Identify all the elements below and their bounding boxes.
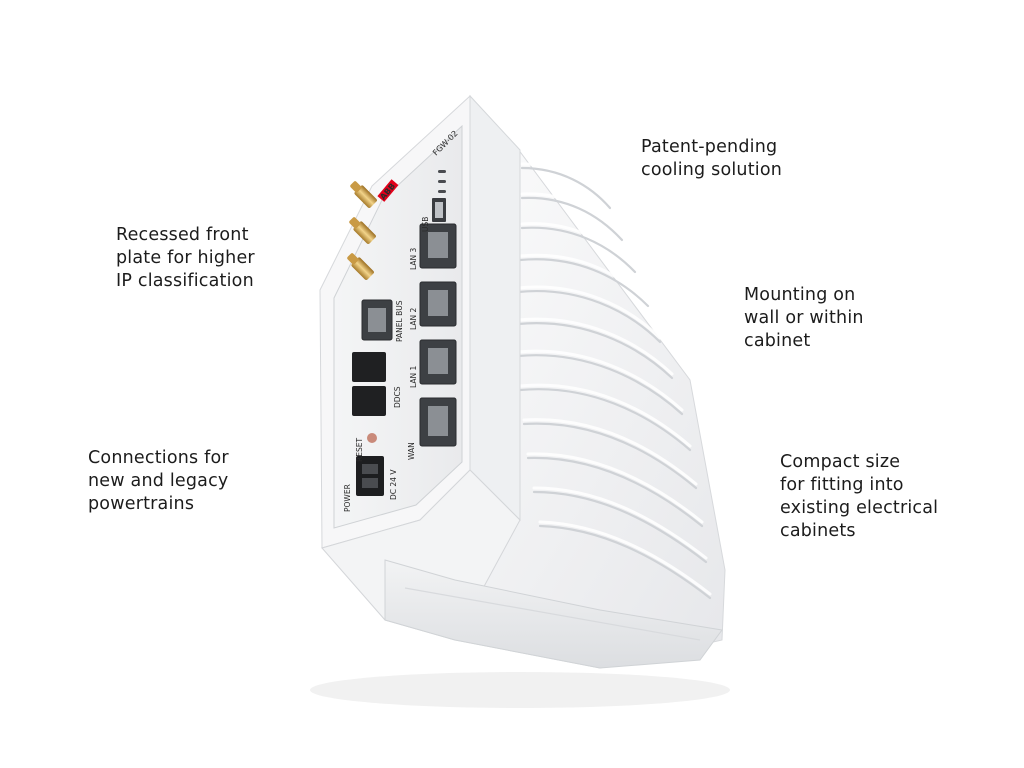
callout-line: Compact size (780, 452, 901, 472)
callout-connections: Connections for new and legacy powertrai… (88, 447, 229, 516)
power-label: POWER (343, 484, 352, 512)
power-connector (356, 456, 384, 496)
lan1-label: LAN 1 (409, 366, 418, 388)
callout-line: Recessed front (116, 225, 249, 245)
callout-cooling: Patent-pending cooling solution (641, 136, 782, 182)
ddcs-label: DDCS (393, 386, 402, 408)
callout-line: cooling solution (641, 160, 783, 180)
callout-line: for fitting into (780, 475, 904, 495)
callout-line: Connections for (88, 448, 229, 468)
lan2-label: LAN 2 (409, 308, 418, 330)
device-shadow (310, 672, 730, 708)
ddcs-connectors (352, 352, 386, 416)
panel-bus-label: PANEL BUS (395, 300, 404, 342)
housing-base (321, 469, 723, 669)
callout-line: cabinet (744, 331, 811, 351)
callout-line: cabinets (780, 521, 856, 541)
callout-line: wall or within (744, 308, 864, 328)
callout-line: new and legacy (88, 471, 229, 491)
dc-label: DC 24 V (389, 469, 398, 500)
callout-front-plate: Recessed front plate for higher IP class… (116, 224, 255, 293)
callout-line: powertrains (88, 494, 195, 514)
callout-mounting: Mounting on wall or within cabinet (744, 284, 864, 353)
usb-port (432, 198, 446, 222)
lan3-label: LAN 3 (409, 248, 418, 270)
callout-line: Mounting on (744, 285, 856, 305)
callout-line: plate for higher (116, 248, 255, 268)
antenna-connectors (347, 181, 377, 280)
callout-line: Patent-pending (641, 137, 778, 157)
callout-compact-size: Compact size for fitting into existing e… (780, 451, 938, 543)
usb-label: USB (421, 217, 430, 232)
callout-line: IP classification (116, 271, 254, 291)
status-leds (438, 170, 446, 193)
reset-button (367, 433, 377, 443)
callout-line: existing electrical (780, 498, 939, 518)
wan-label: WAN (407, 442, 416, 460)
reset-label: RESET (355, 438, 364, 462)
housing-side (469, 94, 521, 522)
